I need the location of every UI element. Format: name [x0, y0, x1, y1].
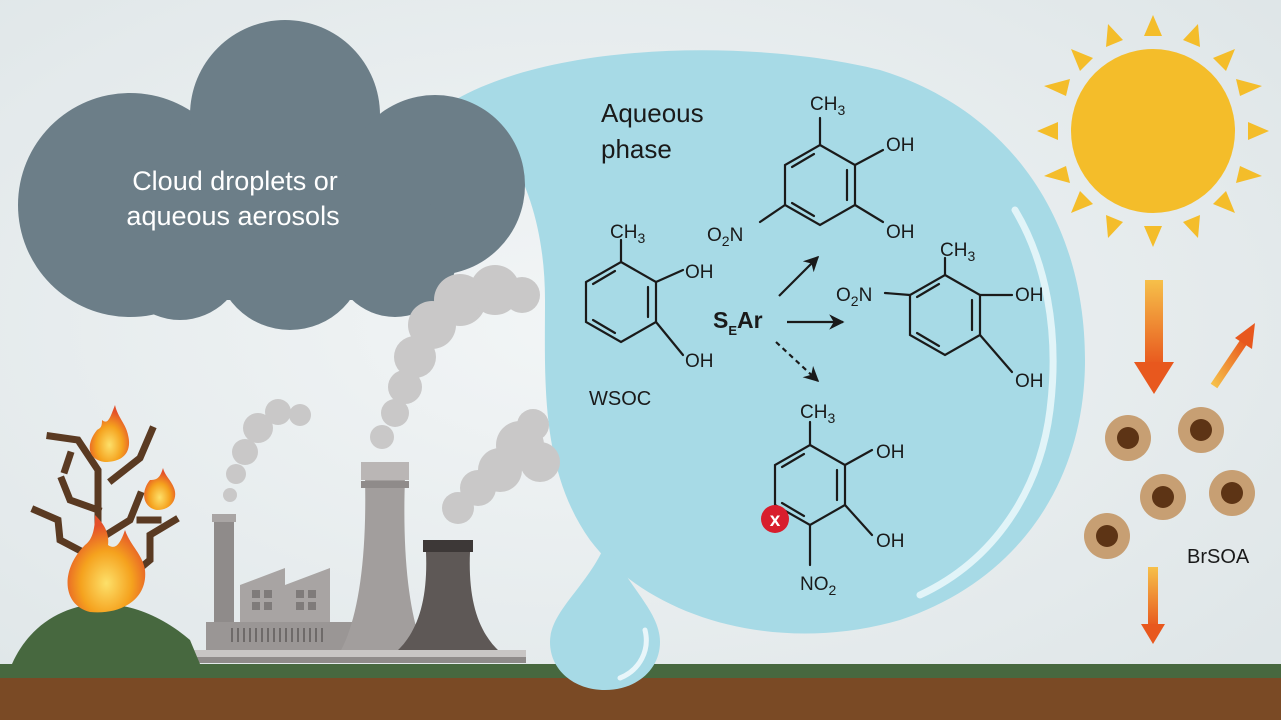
- product2-oh-bottom: OH: [1015, 371, 1044, 392]
- particle: [1084, 513, 1130, 559]
- reactant-label: WSOC: [589, 388, 651, 410]
- product-molecule-1: [758, 116, 885, 227]
- product1-nitro: O2N: [707, 225, 743, 249]
- product1-oh-top: OH: [886, 135, 915, 156]
- reactant-oh-bottom: OH: [685, 351, 714, 372]
- deposition-arrow: [1141, 567, 1165, 644]
- product1-methyl: CH3: [810, 94, 845, 118]
- droplet-title-line1: Aqueous: [601, 98, 704, 128]
- product2-nitro: O2N: [836, 285, 872, 309]
- sun: [1037, 15, 1269, 247]
- particle: [1209, 470, 1255, 516]
- reaction-arrow-up: [778, 255, 820, 297]
- smoke-plume-left: [223, 399, 311, 502]
- brsoa-particles: [1084, 407, 1255, 559]
- burning-tree: [12, 405, 200, 664]
- product1-oh-bottom: OH: [886, 222, 915, 243]
- outgoing-arrow: [1210, 323, 1255, 389]
- product2-oh-top: OH: [1015, 285, 1044, 306]
- particle: [1140, 474, 1186, 520]
- product-molecule-2: [883, 256, 1014, 374]
- reaction-arrow-dashed: [775, 341, 820, 383]
- brsoa-label: BrSOA: [1187, 546, 1250, 568]
- droplet-title-line2: phase: [601, 134, 672, 164]
- product3-oh-bottom: OH: [876, 531, 905, 552]
- particle: [1105, 415, 1151, 461]
- cloud-shape: [18, 20, 525, 330]
- cloud-label-line1: Cloud droplets or: [132, 166, 338, 196]
- product-molecule-3: [773, 420, 874, 567]
- blocked-mark: x: [770, 510, 781, 531]
- reaction-label: SEAr: [713, 307, 763, 338]
- blocked-position-icon: x: [761, 505, 789, 533]
- incoming-light-arrow: [1134, 280, 1174, 394]
- product3-methyl: CH3: [800, 402, 835, 426]
- smoke-plume-right: [442, 409, 560, 524]
- smoke-plume-center: [370, 265, 540, 449]
- aqueous-droplet: [455, 50, 1085, 634]
- factory: [184, 462, 526, 663]
- reactant-oh-top: OH: [685, 262, 714, 283]
- soil-strip: [0, 678, 1281, 720]
- small-droplet: [550, 540, 660, 690]
- cloud-label-line2: aqueous aerosols: [126, 201, 339, 231]
- particle: [1178, 407, 1224, 453]
- product3-oh-top: OH: [876, 442, 905, 463]
- product2-methyl: CH3: [940, 240, 975, 264]
- reactant-molecule: [584, 238, 685, 357]
- reactant-methyl: CH3: [610, 222, 645, 246]
- product3-nitro: NO2: [800, 574, 837, 598]
